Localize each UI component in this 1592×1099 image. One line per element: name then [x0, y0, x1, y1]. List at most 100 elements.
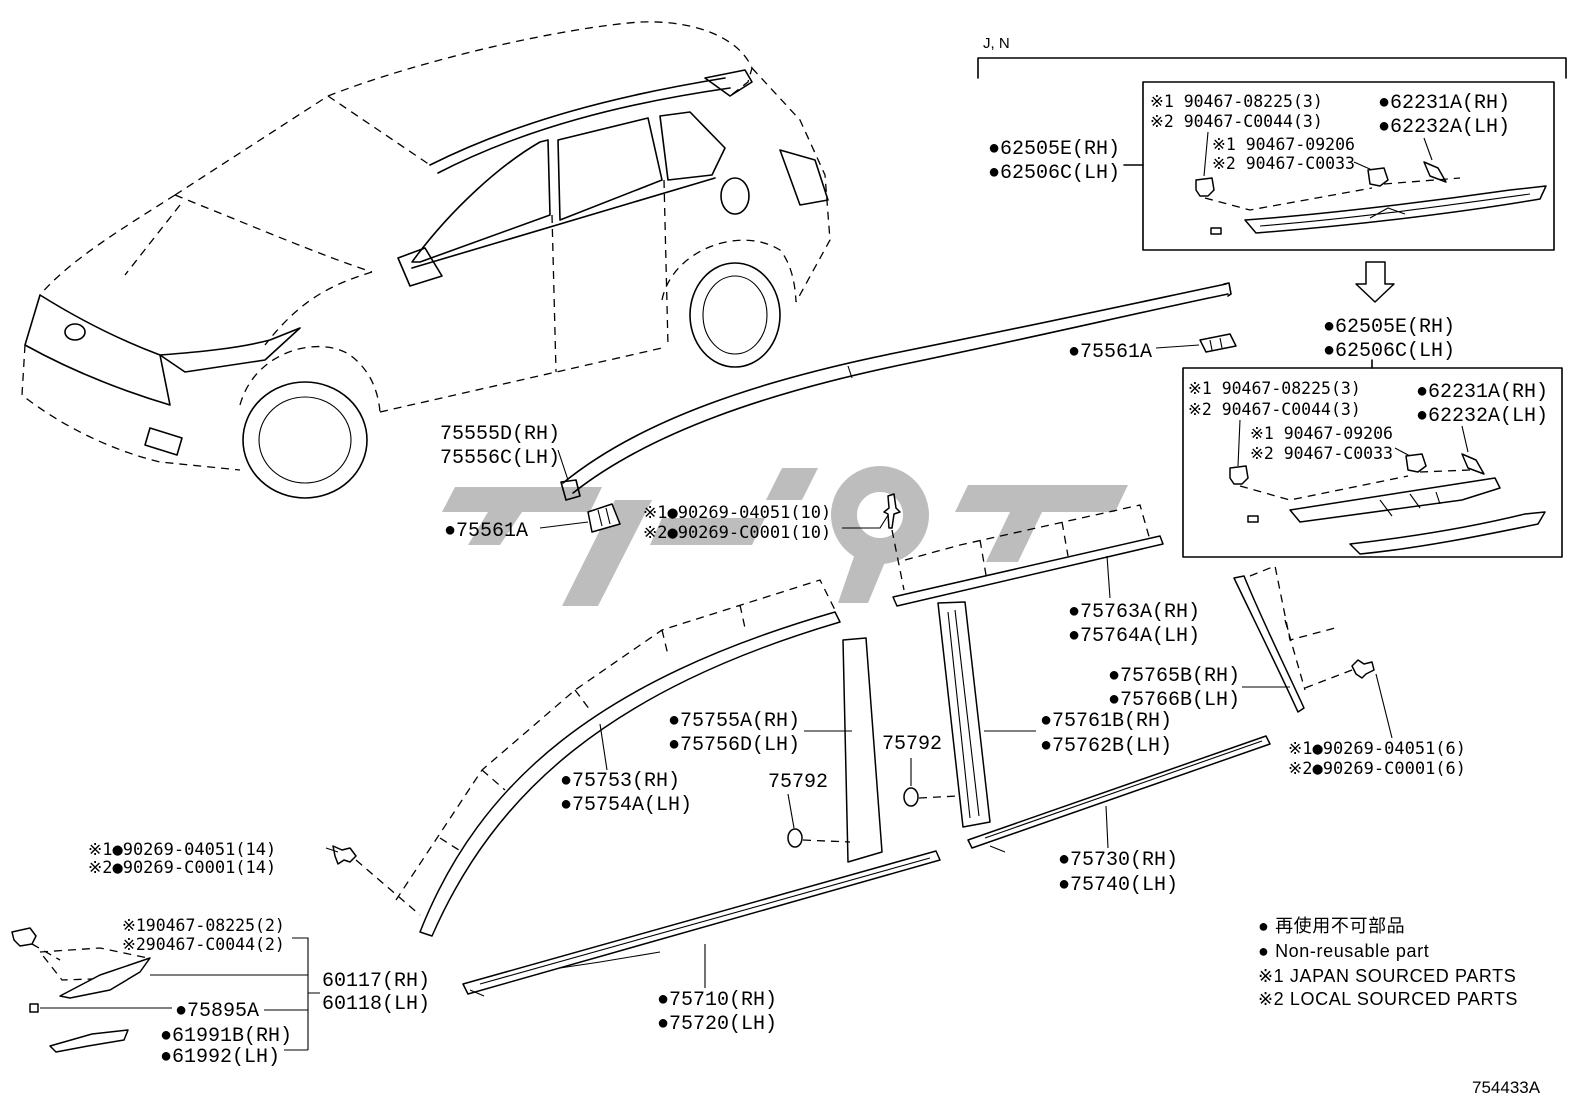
grommet-label-upper: 75792: [882, 733, 942, 756]
watermark-logo: [442, 466, 1128, 606]
group-75730-part: [967, 735, 1271, 849]
watermark-stroke-1: [442, 487, 602, 545]
legend: ● 再使用不可部品 ● Non-reusable part ※1 JAPAN S…: [1258, 916, 1518, 1009]
group-60117: ※190467-08225(2) ※290467-C0044(2) 60117(…: [11, 916, 430, 1069]
group-75753: ●75753(RH) ●75754A(LH): [395, 579, 841, 937]
roof-spoiler: [704, 69, 753, 97]
group-60117-seal-icon: [29, 1003, 39, 1013]
spoiler-upper-screw-local: ※2 90467-C0033: [1212, 154, 1355, 173]
spoiler-upper-clip-local: ※2 90467-C0044(3): [1150, 112, 1323, 131]
spoiler-lower-screw-leader: [1394, 447, 1411, 457]
group-75730-rh: ●75730(RH): [1058, 849, 1178, 872]
rocker-line: [379, 347, 663, 413]
group-75761: ●75761B(RH) ●75762B(LH): [937, 601, 1172, 828]
fastener-10-guide: [891, 529, 905, 591]
spoiler-upper-part-rh: ●62505E(RH): [988, 138, 1120, 161]
fastener-14-leader: [325, 847, 339, 853]
fastener-6-group: ※1●90269-04051(6) ※2●90269-C0001(6): [1288, 659, 1466, 779]
group-75765-frame-outline: [1249, 565, 1336, 691]
watermark-stroke-3: [650, 518, 765, 545]
roof-rail-rear-cap: [1223, 282, 1232, 297]
group-60117-part: [59, 957, 151, 999]
grommet-label-lower: 75792: [768, 771, 828, 794]
spoiler-upper-screw-japan: ※1 90467-09206: [1212, 135, 1355, 154]
fastener-10-local: ※2●90269-C0001(10): [643, 523, 831, 543]
roof-rail-clip-right-icon: [1199, 333, 1237, 353]
legend-japan-sourced: ※1 JAPAN SOURCED PARTS: [1258, 966, 1516, 986]
rear-wheel-arch: [661, 239, 797, 303]
group-75755: ●75755A(RH) ●75756D(LH): [668, 637, 883, 863]
cowl-line: [174, 194, 373, 273]
group-75710-rh: ●75710(RH): [657, 989, 777, 1012]
spoiler-upper-clip-icon: [1195, 177, 1215, 197]
tail-lamp: [779, 149, 829, 206]
group-75730-leader: [1105, 805, 1109, 849]
roof-rail-part-rh: 75555D(RH): [440, 423, 560, 446]
roof-rail-clip-right-detail: [1209, 337, 1223, 351]
group-60117-pad-icon: [49, 1029, 129, 1053]
group-75753-leader: [599, 723, 608, 771]
fastener-6-guide: [1304, 669, 1353, 689]
hood-right-edge: [264, 271, 373, 346]
roof-rail-front-cap: [560, 479, 581, 501]
fastener-14-local: ※2●90269-C0001(14): [88, 858, 276, 878]
group-75710: ●75710(RH) ●75720(LH): [462, 850, 941, 1036]
front-door-edge: [551, 214, 557, 373]
roof-rail-clip-right-label: ●75561A: [1068, 341, 1152, 364]
group-75763-rh: ●75763A(RH): [1068, 601, 1200, 624]
a-pillar: [174, 95, 329, 196]
group-75710-detail: [469, 857, 931, 997]
front-bumper: [21, 344, 241, 471]
spoiler-lower-cover-lh: ●62232A(LH): [1416, 405, 1548, 428]
fog-lamp: [144, 427, 183, 456]
spoiler-lower-part-lh: ●62506C(LH): [1323, 340, 1455, 363]
front-wheel-arch: [239, 345, 381, 413]
legend-local-sourced: ※2 LOCAL SOURCED PARTS: [1258, 989, 1518, 1009]
rear-window: [557, 117, 663, 221]
fastener-6-icon: [1351, 659, 1375, 679]
group-75753-frame-outline: [395, 579, 837, 901]
group-75761-detail: [947, 609, 980, 819]
windshield-top-edge: [327, 95, 431, 166]
spoiler-lower-part-rh: ●62505E(RH): [1323, 316, 1455, 339]
roof-rail-clip-left-leader: [539, 521, 589, 529]
grommet-group: 75792 75792: [768, 733, 959, 848]
roof-rail-part-upper-edge: [562, 283, 1227, 484]
group-75755-part: [842, 637, 883, 863]
spoiler-lower-clip-japan: ※1 90467-08225(3): [1188, 379, 1361, 398]
roof-rail-part-lh: 75556C(LH): [440, 447, 560, 470]
spoiler-lower-clip-local: ※2 90467-C0044(3): [1188, 400, 1361, 419]
roof-rail-outer: [429, 77, 726, 166]
spoiler-lower-screw-japan: ※1 90467-09206: [1250, 424, 1393, 443]
spoiler-upper-screw-icon: [1367, 167, 1389, 187]
group-75763-part: [892, 535, 1164, 607]
front-grille: [24, 294, 171, 406]
fastener-6-leader: [1375, 673, 1393, 739]
header-bracket: [977, 57, 1567, 79]
headlamp: [159, 327, 301, 373]
spoiler-upper-cover-lh: ●62232A(LH): [1378, 116, 1510, 139]
spoiler-upper-tape-icon: [1210, 227, 1222, 235]
group-60117-seal: ●75895A: [175, 1000, 259, 1023]
group-75755-rh: ●75755A(RH): [668, 710, 800, 733]
group-75761-part: [937, 601, 991, 828]
quarter-window: [659, 111, 726, 181]
spoiler-lower-clip-icon: [1229, 465, 1249, 485]
fastener-14-icon: [332, 845, 357, 865]
vehicle-illustration: [21, 21, 831, 499]
spoiler-upper-clip-leader: [1203, 131, 1209, 177]
spoiler-upper-group: ●62505E(RH) ●62506C(LH) ※1 90467-08225(3…: [988, 81, 1555, 251]
spoiler-upper-part-lh: ●62506C(LH): [988, 162, 1120, 185]
group-75765-lh: ●75766B(LH): [1108, 689, 1240, 712]
spoiler-lower-cover-rh: ●62231A(RH): [1416, 381, 1548, 404]
spoiler-upper-cover-rh: ●62231A(RH): [1378, 92, 1510, 115]
spoiler-lower-outer-cover: [1349, 511, 1546, 555]
group-60117-part-rh: 60117(RH): [322, 970, 430, 993]
rear-door-edge: [663, 179, 669, 347]
spoiler-lower-inner-detail: [1379, 491, 1441, 517]
group-60117-pad-lh: ●61992(LH): [160, 1046, 280, 1069]
spoiler-upper-screw-leader: [1353, 161, 1373, 171]
group-75753-rh: ●75753(RH): [560, 770, 680, 793]
watermark-stroke-2: [562, 500, 652, 606]
door-mirror: [397, 247, 443, 287]
